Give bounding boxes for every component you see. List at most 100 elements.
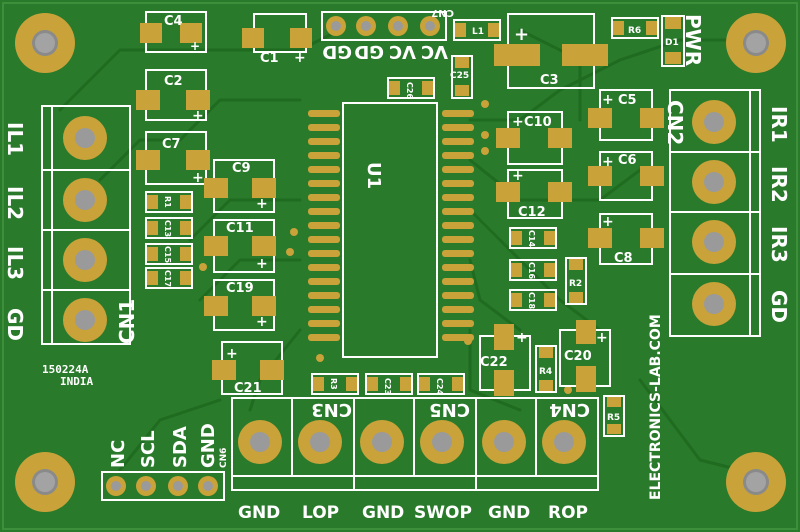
label-c15: C15: [163, 246, 172, 263]
label-ir2: IR2: [767, 166, 791, 203]
label-vc-top-2: VC: [421, 41, 448, 62]
label-rop: ROP: [548, 503, 588, 523]
capacitor-c2: +: [136, 69, 210, 124]
smd-small-components: [145, 15, 685, 437]
capacitor-c22: +: [479, 324, 531, 396]
svg-text:+: +: [602, 214, 614, 230]
copper-traces: [58, 28, 742, 472]
label-gnd-cn6: GND: [198, 423, 219, 468]
label-c11: C11: [226, 221, 254, 236]
label-c26: C26: [405, 82, 414, 99]
label-l1: L1: [472, 27, 484, 37]
label-gnd-cn3: GND: [238, 503, 280, 523]
connector-cn1: [41, 105, 131, 345]
svg-text:+: +: [294, 50, 306, 66]
label-cn6: CN6: [219, 448, 229, 468]
svg-text:+: +: [256, 196, 268, 212]
label-c16: C16: [527, 262, 536, 279]
svg-text:+: +: [190, 39, 200, 53]
label-r5: R5: [607, 413, 620, 423]
label-c1: C1: [260, 51, 279, 66]
label-c8: C8: [614, 251, 633, 266]
label-nc: NC: [108, 440, 129, 468]
svg-text:+: +: [596, 330, 608, 346]
capacitor-c1: +: [242, 13, 312, 66]
svg-text:+: +: [516, 330, 528, 346]
website-label: ELECTRONICS-LAB.COM: [648, 314, 664, 500]
label-c12: C12: [518, 205, 546, 220]
label-gnd-cn4: GND: [488, 503, 530, 523]
capacitor-c7: +: [136, 131, 210, 186]
label-c25: C25: [450, 71, 469, 81]
board-code-label: 150224A: [42, 363, 89, 376]
label-c20: C20: [564, 349, 592, 364]
label-c21: C21: [234, 381, 262, 396]
label-c10: C10: [524, 115, 552, 130]
label-r1: R1: [163, 196, 172, 208]
capacitor-c9: +: [204, 159, 276, 213]
label-c23: C23: [383, 378, 392, 395]
label-r6: R6: [628, 26, 641, 36]
label-cn3: CN3: [311, 399, 352, 420]
svg-text:+: +: [512, 114, 524, 130]
label-lop: LOP: [302, 503, 339, 523]
label-c22: C22: [480, 355, 508, 370]
capacitor-c19: +: [204, 279, 276, 331]
label-cn7: CN7: [431, 7, 454, 18]
capacitor-c6: +: [588, 151, 664, 201]
label-cn1: CN1: [115, 299, 139, 344]
svg-text:+: +: [192, 108, 204, 124]
label-r3: R3: [329, 378, 338, 390]
label-gd-right: GD: [767, 290, 791, 323]
label-c24: C24: [435, 378, 444, 395]
connector-cn6: [101, 471, 225, 501]
label-gnd-cn5: GND: [362, 503, 404, 523]
capacitor-c11: +: [204, 219, 276, 273]
label-gd-top-1: GD: [322, 41, 352, 62]
mounting-holes: [15, 13, 786, 512]
label-sda: SDA: [170, 426, 191, 468]
label-c3: C3: [540, 73, 559, 88]
label-cn5: CN5: [429, 399, 470, 420]
label-c7: C7: [162, 137, 181, 152]
capacitor-c4: +: [140, 11, 207, 53]
svg-text:+: +: [602, 154, 614, 170]
label-il3: IL3: [3, 246, 27, 280]
ic-u1: [308, 102, 474, 358]
label-c5: C5: [618, 93, 637, 108]
capacitor-c21: +: [212, 341, 284, 395]
capacitor-c3: +: [494, 13, 608, 89]
label-gd-left: GD: [3, 308, 27, 341]
connector-bottom-blocks: [231, 397, 599, 491]
svg-text:+: +: [514, 24, 529, 45]
label-c13: C13: [163, 220, 172, 237]
svg-text:+: +: [256, 256, 268, 272]
label-c4: C4: [164, 14, 183, 29]
label-c17: C17: [163, 270, 172, 287]
label-il2: IL2: [3, 186, 27, 220]
svg-text:+: +: [512, 168, 524, 184]
label-r2: R2: [569, 279, 582, 289]
label-c18: C18: [527, 292, 536, 309]
board-country-label: INDIA: [60, 375, 93, 388]
label-cn4: CN4: [549, 399, 590, 420]
label-c19: C19: [226, 281, 254, 296]
label-u1: U1: [363, 162, 384, 189]
capacitor-c12: +: [496, 168, 572, 219]
label-d1: D1: [665, 38, 679, 48]
label-scl: SCL: [138, 430, 159, 468]
label-ir1: IR1: [767, 106, 791, 143]
connector-cn2: [669, 89, 761, 337]
label-gd-top-2: GD: [354, 41, 384, 62]
label-cn2: CN2: [663, 100, 687, 145]
label-vc-top-1: VC: [389, 41, 416, 62]
capacitor-c10: +: [496, 111, 572, 165]
svg-text:+: +: [256, 314, 268, 330]
label-c9: C9: [232, 161, 251, 176]
capacitor-c5: +: [588, 89, 664, 141]
label-r4: R4: [539, 367, 552, 377]
capacitor-c8: +: [588, 213, 664, 265]
capacitor-c20: +: [559, 320, 611, 392]
svg-text:+: +: [226, 346, 238, 362]
